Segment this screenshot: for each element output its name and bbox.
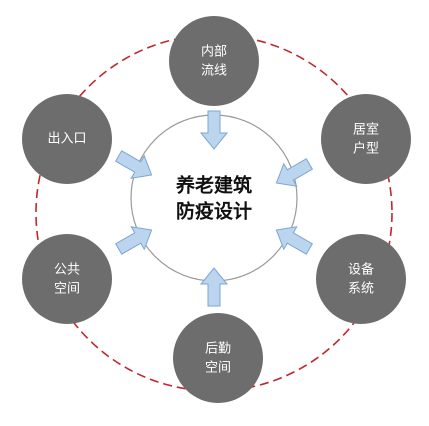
node-top-right-line1: 居室 [353, 122, 379, 138]
arrow-top-right [275, 158, 314, 187]
arrow-bottom-left [114, 226, 153, 255]
node-bottom-left-line2: 空间 [54, 282, 80, 297]
arrow-top [199, 110, 229, 150]
arrow-top-left [114, 150, 153, 179]
node-top-left-line1: 出入口 [47, 132, 86, 147]
node-top: 内部 流线 [169, 16, 259, 106]
node-bottom: 后勤 空间 [173, 313, 263, 403]
node-bottom-right: 设备 系统 [316, 234, 406, 324]
arrow-bottom [199, 267, 229, 307]
node-top-left: 出入口 [22, 94, 112, 184]
arrow-bottom-right [275, 226, 314, 255]
node-bottom-right-line1: 设备 [348, 262, 374, 278]
node-top-line2: 流线 [201, 64, 227, 79]
node-bottom-left: 公共 空间 [22, 234, 112, 324]
center-title-line1: 养老建筑 [175, 174, 252, 197]
node-top-right-line2: 户型 [353, 141, 379, 157]
dashed-ring [35, 34, 393, 392]
center-title-line2: 防疫设计 [176, 200, 252, 223]
node-top-line1: 内部 [201, 44, 227, 60]
node-bottom-left-line1: 公共 [54, 263, 80, 278]
node-top-right: 居室 户型 [321, 94, 411, 184]
node-bottom-line2: 空间 [205, 361, 231, 376]
node-bottom-right-line2: 系统 [348, 282, 374, 297]
node-bottom-line1: 后勤 [205, 342, 231, 357]
